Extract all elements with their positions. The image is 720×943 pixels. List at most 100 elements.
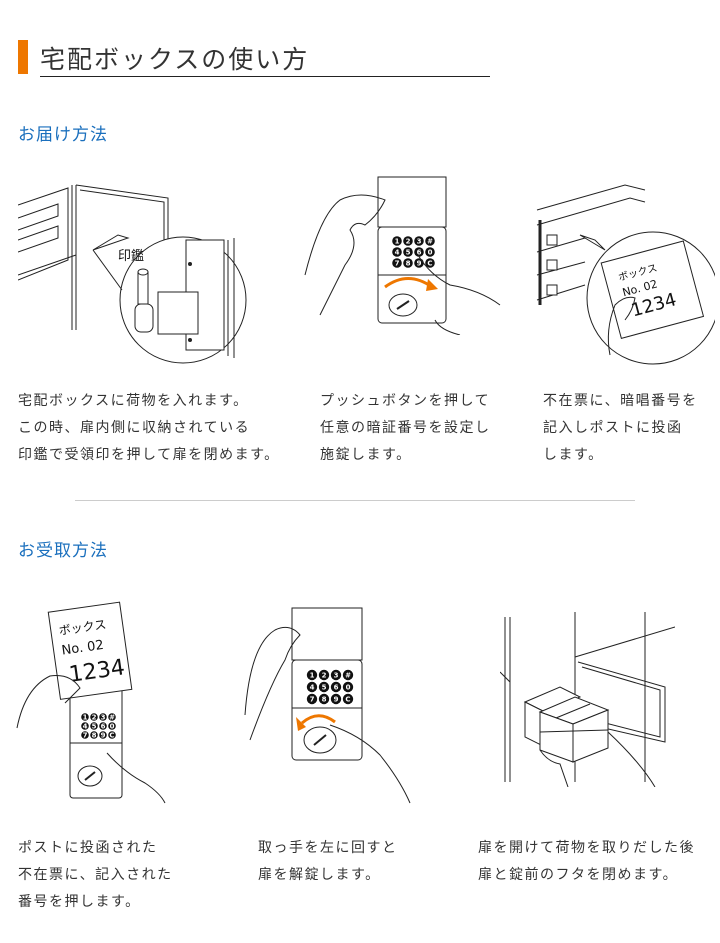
keypad-key-label: 0 <box>110 723 115 731</box>
text-line: プッシュボタンを押して <box>320 393 491 409</box>
keypad-key <box>342 669 354 681</box>
keypad-key <box>306 693 318 705</box>
keypad-key <box>99 722 107 730</box>
keypad-key-label: 2 <box>406 238 411 246</box>
box-frame-drawing <box>18 185 168 330</box>
hand <box>540 750 568 787</box>
keypad-key-label: 6 <box>101 723 106 731</box>
page-title-block: 宅配ボックスの使い方 <box>18 38 490 78</box>
keypad-key-label: 4 <box>395 249 400 257</box>
keypad-key <box>108 713 116 721</box>
keypad-key <box>81 722 89 730</box>
keypad-key <box>108 722 116 730</box>
keypad-key-label: 4 <box>310 684 315 692</box>
receipt-step-3-text: 扉を開けて荷物を取りだした後 扉と錠前のフタを閉めます。 <box>478 835 695 889</box>
keypad-key-label: # <box>345 672 351 680</box>
delivery-step-1-text: 宅配ボックスに荷物を入れます。 この時、扉内側に収納されている 印鑑で受領印を押… <box>18 388 280 469</box>
keypad-key-label: 7 <box>310 696 315 704</box>
keypad-key-label: 8 <box>406 260 411 268</box>
keypad-key <box>90 713 98 721</box>
turn-left-arrow <box>302 716 335 723</box>
absence-note: ボックス No. 02 1234 <box>48 602 132 699</box>
keypad-key <box>392 247 402 257</box>
delivery-step-2-text: プッシュボタンを押して 任意の暗証番号を設定し 施錠します。 <box>320 388 491 469</box>
keypad-key <box>318 693 330 705</box>
keypad-key-label: 1 <box>310 672 315 680</box>
keypad-key-label: 5 <box>92 723 97 731</box>
page-title: 宅配ボックスの使い方 <box>40 45 310 74</box>
keypad-key-label: 9 <box>101 732 106 740</box>
callout-pointer <box>93 235 128 250</box>
keypad-key <box>414 247 424 257</box>
illustration-open-box-seal: 印鑑 <box>18 180 253 370</box>
text-line: この時、扉内側に収納されている <box>18 420 251 436</box>
right-hand <box>330 725 410 803</box>
receipt-step-1-text: ポストに投函された 不在票に、記入された 番号を押します。 <box>18 835 173 916</box>
keypad-key <box>306 681 318 693</box>
keypad-key <box>108 731 116 739</box>
text-line: 不在票に、記入された <box>18 867 173 883</box>
keypad-key <box>318 681 330 693</box>
lock-cover <box>292 608 362 660</box>
keypad-key <box>425 247 435 257</box>
keypad-key-label: 5 <box>322 684 327 692</box>
receipt-step-2-text: 取っ手を左に回すと 扉を解錠します。 <box>258 835 398 889</box>
keypad-key-label: 7 <box>395 260 400 268</box>
keypad-key-label: 8 <box>322 696 327 704</box>
text-line: 扉を開けて荷物を取りだした後 <box>478 840 695 856</box>
illustration-mailbox-note: ボックス No. 02 1234 <box>535 180 715 370</box>
section-heading-receipt: お受取方法 <box>18 541 108 561</box>
keypad-key-label: 7 <box>83 732 88 740</box>
keypad-key <box>330 669 342 681</box>
right-hand <box>418 255 500 305</box>
keypad-key-label: 6 <box>417 249 422 257</box>
keypad-key-label: 8 <box>92 732 97 740</box>
left-hand <box>17 676 80 729</box>
keypad-key-label: # <box>109 714 115 722</box>
keypad-key-label: C <box>345 696 350 704</box>
keypad-key-label: 0 <box>346 684 351 692</box>
text-line: 施錠します。 <box>320 447 412 463</box>
keypad-key-label: 2 <box>322 672 327 680</box>
keypad-key <box>342 681 354 693</box>
keypad-key <box>425 258 435 268</box>
keypad-key <box>403 247 413 257</box>
hand <box>608 297 635 355</box>
keypad-key <box>318 669 330 681</box>
section-divider <box>75 500 635 501</box>
left-hand <box>305 195 385 315</box>
text-line: 扉を解錠します。 <box>258 867 381 883</box>
keypad-key <box>90 722 98 730</box>
note-box-label: ボックス <box>58 617 107 637</box>
keypad-key <box>99 713 107 721</box>
keypad-key <box>81 731 89 739</box>
keypad-key <box>306 669 318 681</box>
text-line: 任意の暗証番号を設定し <box>320 420 491 436</box>
keypad-key-label: 3 <box>417 238 422 246</box>
keypad-key-label: 2 <box>92 714 97 722</box>
keypad-key <box>425 236 435 246</box>
package-drawing <box>525 687 608 762</box>
absence-note: ボックス No. 02 1234 <box>601 241 703 338</box>
keypad-key <box>330 693 342 705</box>
text-line: 宅配ボックスに荷物を入れます。 <box>18 393 249 409</box>
text-line: 記入しポストに投函 <box>543 420 683 436</box>
illustration-take-out-package <box>500 612 675 787</box>
delivery-step-3-text: 不在票に、暗唱番号を 記入しポストに投函 します。 <box>543 388 698 469</box>
text-line: ポストに投函された <box>18 840 158 856</box>
keypad-key <box>403 236 413 246</box>
keypad-key-label: 4 <box>83 723 88 731</box>
keypad-key-label: 6 <box>334 684 339 692</box>
keypad-key-label: 9 <box>417 260 422 268</box>
keypad-key <box>342 693 354 705</box>
keypad-key-label: C <box>109 732 114 740</box>
keypad-key <box>81 713 89 721</box>
keypad-key <box>392 258 402 268</box>
keypad-key-label: 0 <box>428 249 433 257</box>
note-box-number: No. 02 <box>61 638 105 659</box>
